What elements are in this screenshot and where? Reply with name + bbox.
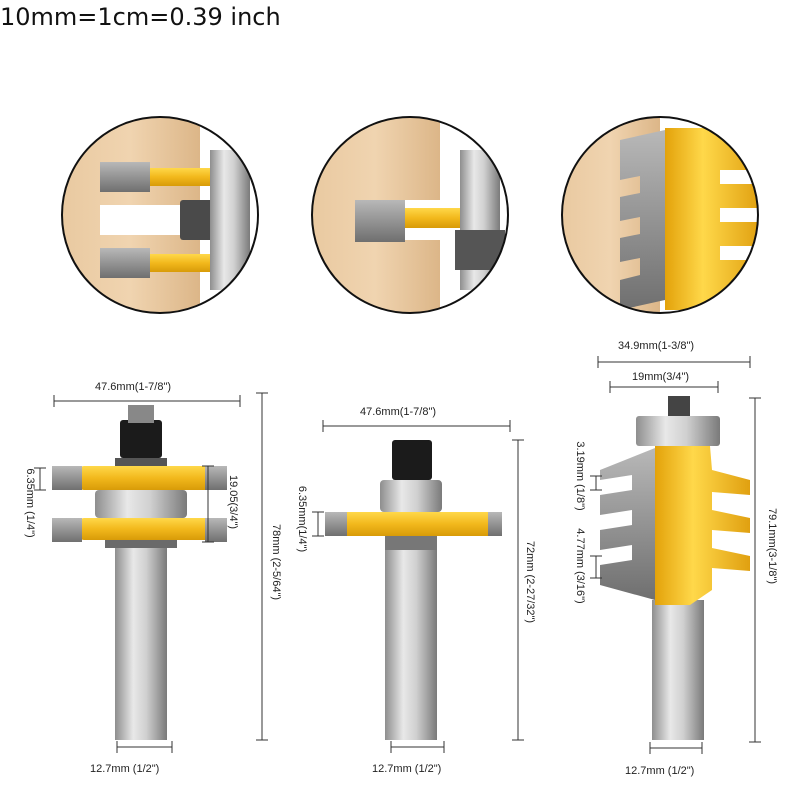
bit3-tooth-gap-label: 4.77mm (3/16") [574,528,586,604]
bit2-width-label: 47.6mm(1-7/8") [360,406,437,418]
bit3-width-label: 34.9mm(1-3/8") [618,340,695,352]
router-bit-3 [600,396,750,740]
router-bit-2 [325,440,502,740]
bit3-overall-length-label: 79.1mm(3-1/8") [766,507,778,585]
dimension-lines [34,356,761,754]
bit1-width-label: 47.6mm(1-7/8") [95,381,172,393]
detail-circle-slot-cutter [311,116,509,314]
bit1-cutter-thickness-label: 6.35mm (1/4") [24,468,36,538]
bit3-shank-label: 12.7mm (1/2") [625,765,695,777]
detail-circle-tongue-groove [61,116,259,314]
bit1-overall-length-label: 78mm (2-5/64") [270,523,282,601]
bit1-shank-label: 12.7mm (1/2") [90,763,160,775]
bit3-bearing-width-label: 19mm(3/4") [632,371,690,383]
detail-circle-finger-joint [561,116,759,314]
bit2-overall-length-label: 72mm (2-27/32") [524,540,536,624]
bit2-shank-label: 12.7mm (1/2") [372,763,442,775]
bit2-cutter-thickness-label: 6.35mm(1/4") [296,485,308,553]
bit3-tooth-height-label: 3.19mm (1/8") [574,441,586,511]
router-bit-1 [52,405,227,740]
bit1-gap-label: 19.05(3/4") [227,474,239,530]
unit-conversion-title: 10mm=1cm=0.39 inch [0,3,281,31]
